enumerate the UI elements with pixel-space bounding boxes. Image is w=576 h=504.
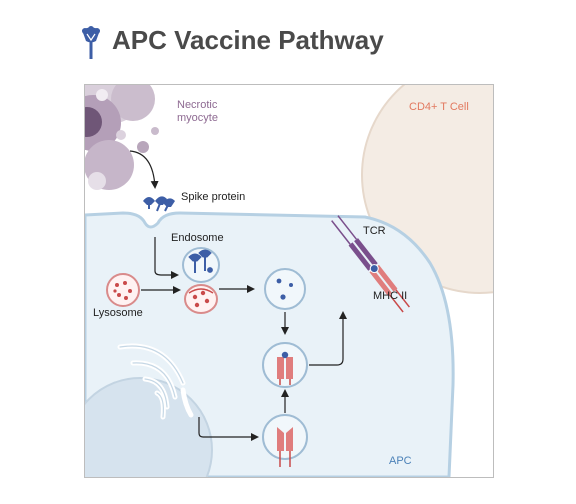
nucleus bbox=[85, 377, 213, 477]
arrow-surface bbox=[309, 311, 347, 366]
endosome bbox=[182, 247, 220, 283]
arrow-release bbox=[129, 150, 159, 189]
mhc-loaded-vesicle bbox=[262, 342, 308, 388]
apc-label: APC bbox=[389, 455, 412, 467]
spike-protein-cluster bbox=[143, 196, 175, 212]
necrotic-label: Necrotic myocyte bbox=[177, 99, 218, 125]
diagram-panel: Necrotic myocyte CD4+ T Cell Spike prote… bbox=[84, 84, 494, 478]
necrotic-myocyte bbox=[85, 85, 159, 190]
necrotic-label-line1: Necrotic bbox=[177, 99, 218, 111]
endosome-label: Endosome bbox=[171, 232, 224, 244]
arrow-er bbox=[198, 417, 259, 441]
virus-icon bbox=[82, 26, 100, 59]
lysosome bbox=[106, 273, 140, 307]
cd4-label: CD4+ T Cell bbox=[409, 101, 469, 113]
spike-label: Spike protein bbox=[181, 191, 246, 203]
tcr-label: TCR bbox=[363, 225, 386, 237]
mhc-label: MHC II bbox=[373, 290, 408, 302]
arrow-internalize bbox=[154, 237, 179, 279]
endolysosome bbox=[184, 284, 218, 314]
header: APC Vaccine Pathway bbox=[0, 0, 576, 80]
peptide-vesicle bbox=[264, 268, 306, 310]
mhc-vesicle bbox=[262, 414, 308, 467]
necrotic-label-line2: myocyte bbox=[177, 112, 218, 125]
pathway-diagram bbox=[85, 85, 493, 477]
lysosome-label: Lysosome bbox=[93, 307, 143, 319]
tcr-mhc-complex bbox=[331, 215, 410, 313]
page-title: APC Vaccine Pathway bbox=[112, 25, 384, 55]
